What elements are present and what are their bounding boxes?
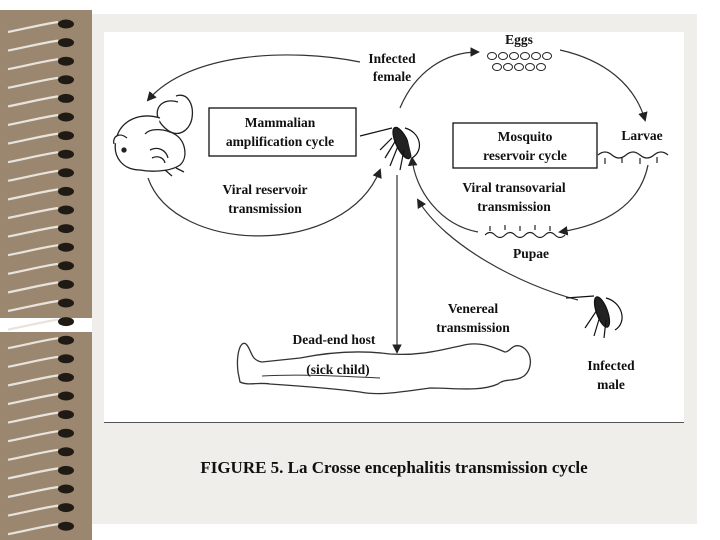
label-mammalian-1: Mammalian bbox=[245, 115, 316, 130]
label-viral-reservoir-1: Viral reservoir bbox=[222, 182, 307, 197]
figure-caption: FIGURE 5. La Crosse encephalitis transmi… bbox=[200, 458, 588, 477]
label-infected-female-1: Infected bbox=[368, 51, 416, 66]
mammalian-cycle-box bbox=[208, 107, 357, 157]
label-transovarial-2: transmission bbox=[477, 199, 551, 214]
binding-ring bbox=[7, 298, 74, 313]
arc-pupae-to-female bbox=[407, 156, 479, 233]
diagram-area bbox=[104, 32, 684, 422]
binding-ring bbox=[7, 186, 74, 201]
binding-ring bbox=[7, 465, 74, 480]
mosquito-cycle-box bbox=[452, 122, 598, 169]
binding-ring bbox=[7, 410, 74, 424]
label-dead-end-host: Dead-end host bbox=[293, 332, 376, 347]
binding-ring bbox=[7, 75, 74, 89]
binding-ring bbox=[7, 503, 74, 517]
notebook-binding bbox=[0, 0, 92, 540]
binding-ring bbox=[7, 19, 74, 34]
label-mosquito-cycle-2: reservoir cycle bbox=[483, 148, 567, 163]
label-sick-child: (sick child) bbox=[306, 362, 369, 377]
binding-ring bbox=[7, 112, 74, 127]
label-pupae: Pupae bbox=[513, 246, 549, 261]
binding-ring bbox=[7, 168, 74, 182]
label-eggs: Eggs bbox=[505, 32, 533, 47]
binding-ring bbox=[7, 521, 74, 536]
binding-ring bbox=[7, 93, 74, 108]
binding-ring bbox=[7, 38, 74, 52]
label-infected-male-1: Infected bbox=[587, 358, 635, 373]
label-larvae: Larvae bbox=[621, 128, 662, 143]
binding-ring bbox=[7, 242, 74, 257]
arc-female-to-mammal bbox=[146, 54, 361, 102]
label-mammalian-2: amplification cycle bbox=[226, 134, 334, 149]
arc-female-to-eggs bbox=[399, 47, 480, 109]
binding-ring bbox=[7, 354, 74, 368]
binding-ring bbox=[7, 56, 74, 71]
eggs-icon bbox=[487, 52, 552, 71]
label-mosquito-cycle-1: Mosquito bbox=[498, 129, 553, 144]
larvae-icon bbox=[597, 151, 669, 164]
arc-male-to-female bbox=[417, 198, 579, 301]
label-venereal-2: transmission bbox=[436, 320, 510, 335]
binding-ring bbox=[7, 224, 74, 238]
label-transovarial-1: Viral transovarial bbox=[462, 180, 566, 195]
binding-ring bbox=[7, 131, 74, 145]
binding-ring bbox=[7, 428, 74, 443]
label-infected-female-2: female bbox=[373, 69, 411, 84]
arc-eggs-to-larvae bbox=[559, 49, 648, 122]
binding-ring bbox=[7, 484, 74, 499]
binding-ring bbox=[7, 372, 74, 387]
chipmunk-icon bbox=[113, 94, 194, 177]
label-venereal-1: Venereal bbox=[448, 301, 498, 316]
binding-ring bbox=[7, 335, 74, 350]
binding-ring bbox=[7, 317, 74, 331]
male-mosquito-icon bbox=[565, 295, 623, 339]
binding-ring bbox=[7, 205, 74, 220]
arc-larvae-to-pupae bbox=[558, 164, 649, 236]
binding-ring bbox=[7, 279, 74, 294]
binding-ring bbox=[7, 447, 74, 461]
label-infected-male-2: male bbox=[597, 377, 625, 392]
binding-ring bbox=[7, 261, 74, 275]
spiral-rings bbox=[7, 19, 74, 536]
arc-mammal-to-female bbox=[147, 168, 382, 237]
caption-rule bbox=[104, 422, 684, 423]
mosquito-icon bbox=[359, 126, 421, 171]
child-silhouette-icon bbox=[236, 342, 531, 395]
binding-ring bbox=[7, 149, 74, 164]
pupae-icon bbox=[484, 225, 566, 239]
label-viral-reservoir-2: transmission bbox=[228, 201, 302, 216]
binding-ring bbox=[7, 391, 74, 406]
